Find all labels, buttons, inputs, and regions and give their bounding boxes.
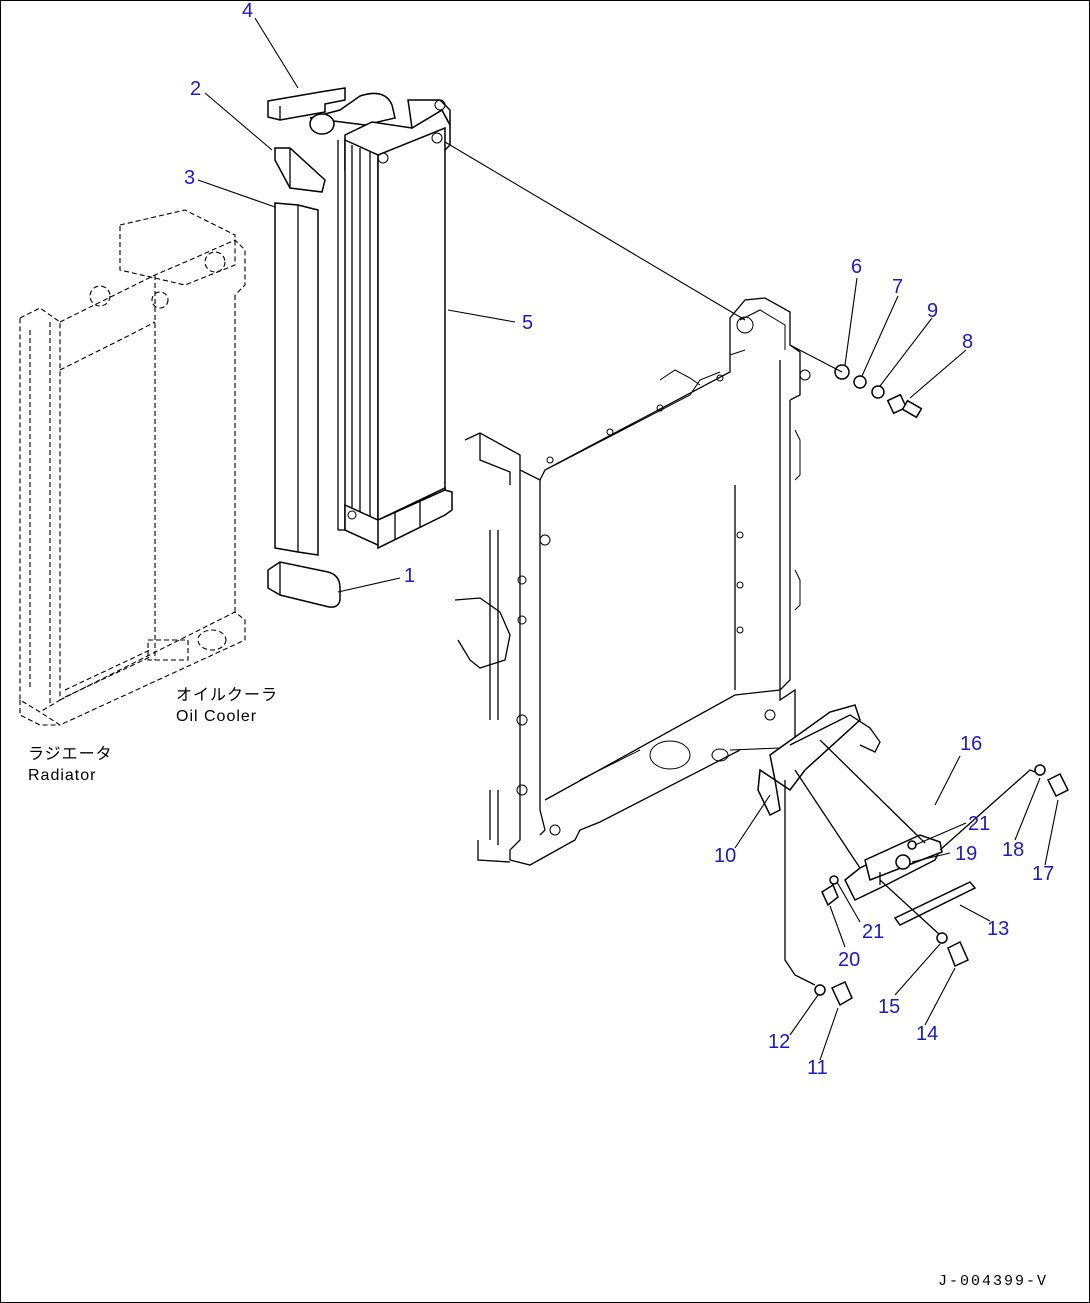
callout-18: 18 [1002,839,1024,861]
callout-10: 10 [714,845,736,867]
spacer-part-2 [274,147,326,193]
leader-lines [197,17,1059,1061]
callout-labels: 4 2 3 5 1 6 7 9 8 16 21 19 18 17 10 21 1… [184,0,1054,1079]
callout-21a: 21 [968,813,990,835]
component-labels: オイルクーラ Oil Cooler ラジエータ Radiator J-00439… [28,686,1048,1290]
frame-shroud [454,297,811,866]
assembly-line [789,344,843,373]
radiator-label-jp: ラジエータ [28,745,113,763]
callout-7: 7 [892,276,903,298]
oil-cooler-label-jp: オイルクーラ [176,686,278,704]
bracket-assembly [729,704,1036,986]
fasteners-lower [814,764,1070,1007]
callout-15: 15 [878,996,900,1018]
callout-9: 9 [927,300,938,322]
radiator-drawing [19,209,246,726]
seal-part-1 [267,561,341,608]
fasteners-upper [834,364,923,419]
callout-21b: 21 [862,921,884,943]
callout-17: 17 [1032,863,1054,885]
callout-19: 19 [955,843,977,865]
callout-20: 20 [838,949,860,971]
callout-13: 13 [987,918,1009,940]
callout-3: 3 [184,167,195,189]
callout-8: 8 [962,331,973,353]
callout-12: 12 [768,1031,790,1053]
radiator-label-en: Radiator [28,767,96,784]
callout-6: 6 [851,256,862,278]
callout-11: 11 [807,1057,828,1079]
callout-16: 16 [960,733,982,755]
callout-1: 1 [404,565,415,587]
callout-2: 2 [190,78,201,100]
assembly-line [444,141,746,321]
seal-part-4 [267,87,346,121]
drawing-code: J-004399-V [938,1273,1048,1290]
callout-14: 14 [916,1023,938,1045]
oil-cooler-label-en: Oil Cooler [176,708,257,725]
seal-part-3 [274,202,319,556]
callout-5: 5 [522,312,533,334]
oil-cooler-part-5 [309,92,453,550]
callout-4: 4 [242,0,253,22]
